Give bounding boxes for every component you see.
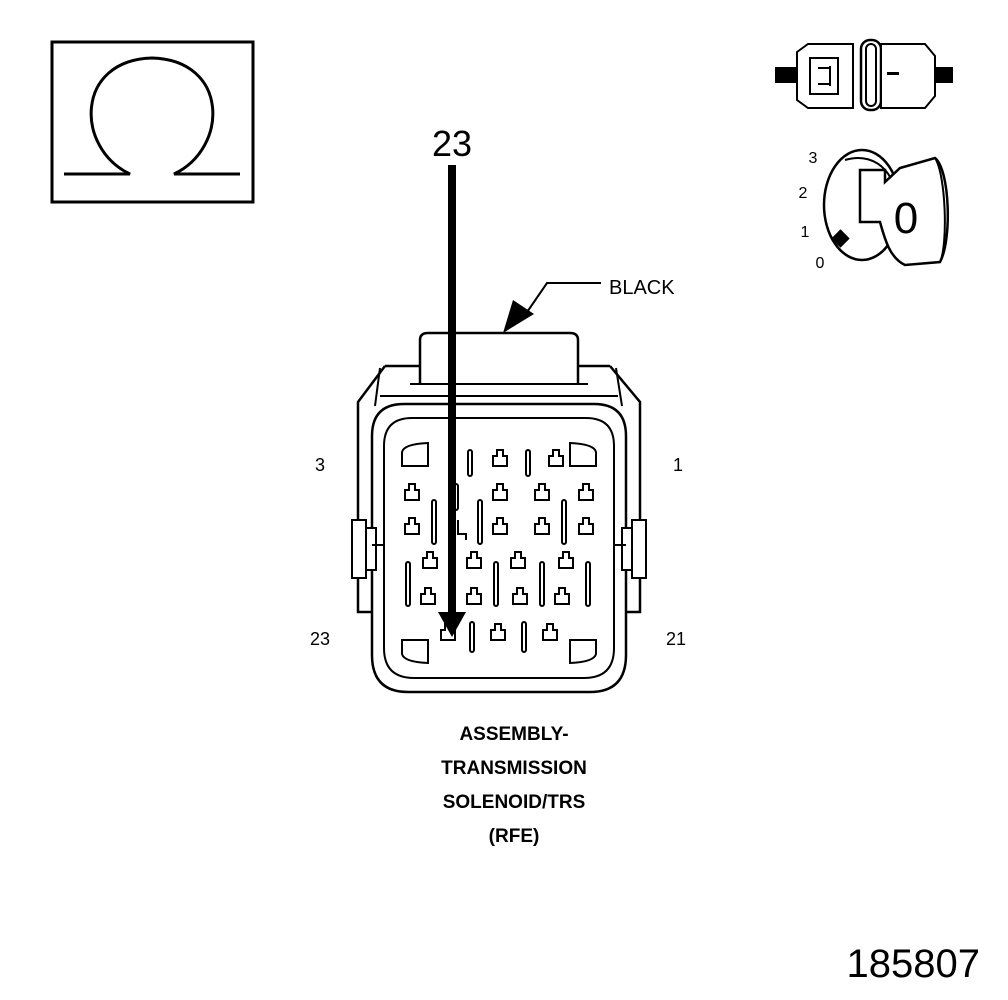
terminal-cavity — [542, 623, 558, 641]
corner-pin-bottom-left: 23 — [310, 629, 330, 649]
ignition-position-1: 1 — [801, 224, 810, 241]
terminal-cavity — [404, 483, 420, 501]
blocked-cavity — [477, 499, 483, 545]
terminal-cavity — [548, 449, 564, 467]
terminal-cavity — [457, 520, 467, 540]
connector-color-label: BLACK — [609, 277, 675, 299]
terminal-cavity — [404, 517, 420, 535]
blocked-cavity — [561, 499, 567, 545]
terminal-cavity — [512, 587, 528, 605]
ignition-position-2: 2 — [799, 185, 808, 202]
blocked-cavity — [521, 621, 527, 653]
blocked-cavity — [493, 561, 499, 607]
corner-pin-top-left: 3 — [315, 455, 325, 475]
terminal-cavity — [534, 483, 550, 501]
connector-disconnected-icon — [775, 38, 953, 112]
blocked-cavity — [431, 499, 437, 545]
corner-pin-bottom-right: 21 — [666, 629, 686, 649]
terminal-cavity — [492, 483, 508, 501]
blocked-cavity — [525, 449, 531, 477]
blocked-cavity — [405, 561, 411, 607]
blocked-cavity — [585, 561, 591, 607]
ignition-position-3: 3 — [809, 150, 818, 167]
pin-callout-label: 23 — [432, 123, 472, 164]
caption-line: ASSEMBLY- — [459, 724, 569, 745]
terminal-cavity — [490, 623, 506, 641]
terminal-cavity — [558, 551, 574, 569]
blocked-cavity — [469, 621, 475, 653]
terminal-cavity — [466, 551, 482, 569]
terminal-cavity — [554, 587, 570, 605]
terminal-cavity — [578, 517, 594, 535]
blocked-cavity — [467, 449, 473, 477]
terminal-cavity — [420, 587, 436, 605]
ignition-position-0: 0 — [816, 255, 825, 272]
blocked-cavity — [539, 561, 545, 607]
caption-line: (RFE) — [488, 826, 540, 847]
terminal-cavity — [492, 449, 508, 467]
caption-line: TRANSMISSION — [441, 758, 587, 779]
connector-caption: ASSEMBLY- TRANSMISSION SOLENOID/TRS (RFE… — [364, 718, 664, 854]
terminal-cavity — [534, 517, 550, 535]
terminal-cavity — [466, 587, 482, 605]
connector-face — [351, 331, 647, 694]
terminal-cavity — [578, 483, 594, 501]
terminal-cavity — [510, 551, 526, 569]
terminal-cavity — [422, 551, 438, 569]
ignition-key-icon — [822, 148, 950, 267]
caption-line: SOLENOID/TRS — [442, 792, 586, 813]
corner-pin-top-right: 1 — [673, 455, 683, 475]
terminal-cavity — [492, 517, 508, 535]
figure-number: 185807 — [846, 942, 980, 986]
color-label-leader — [503, 282, 601, 333]
pin-callout-arrow — [438, 165, 466, 637]
ignition-key-position: 0 — [894, 194, 918, 243]
ohm-icon — [50, 40, 255, 204]
